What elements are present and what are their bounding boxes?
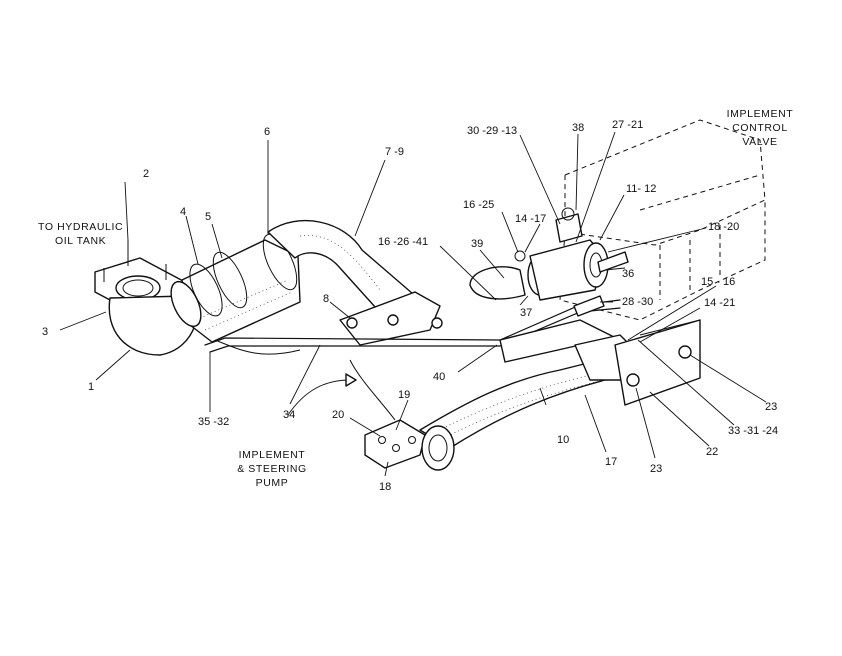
callout-19: 19: [398, 389, 410, 401]
control-valve-caption-line2: CONTROL: [732, 122, 788, 134]
callout-5: 5: [205, 211, 211, 223]
callout-30-29-13: 30 -29 -13: [467, 125, 517, 137]
callout-1: 1: [88, 381, 94, 393]
callout-34: 34: [283, 409, 295, 421]
leader-lines: [59, 131, 767, 477]
callout-8: 8: [323, 293, 329, 305]
callout-27-21: 27 -21: [612, 119, 643, 131]
callout-6: 6: [264, 126, 270, 138]
control-valve-caption-line1: IMPLEMENT: [727, 108, 794, 120]
callout-23-right: 23: [765, 401, 777, 413]
callout-38: 38: [572, 122, 584, 134]
callout-2: 2: [143, 168, 149, 180]
pump-caption-line1: IMPLEMENT: [239, 449, 306, 461]
callout-33-31-24: 33 -31 -24: [728, 425, 778, 437]
callout-28-30: 28 -30: [622, 296, 653, 308]
control-valve-caption-line3: VALVE: [742, 136, 777, 148]
callout-7-9: 7 -9: [385, 146, 404, 158]
callout-18-20: 18 -20: [708, 221, 739, 233]
callout-35-32: 35 -32: [198, 416, 229, 428]
callout-40: 40: [433, 371, 445, 383]
callout-16-26-41: 16 -26 -41: [378, 236, 428, 248]
callout-36: 36: [622, 268, 634, 280]
callout-22: 22: [706, 446, 718, 458]
suction-tube: [170, 233, 301, 343]
callout-14-17: 14 -17: [515, 213, 546, 225]
pump-caption-line2: & STEERING: [237, 463, 307, 475]
callout-17: 17: [605, 456, 617, 468]
callout-16-25: 16 -25: [463, 199, 494, 211]
hydraulic-tank-caption-line1: TO HYDRAULIC: [38, 221, 123, 233]
valve-fittings: [469, 207, 629, 317]
callout-11-12: 11- 12: [626, 183, 656, 195]
callout-37: 37: [520, 307, 532, 319]
callout-23-left: 23: [650, 463, 662, 475]
pump-fitting: [349, 359, 455, 471]
callout-4: 4: [180, 206, 186, 218]
pump-caption-line3: PUMP: [256, 477, 289, 489]
callout-39: 39: [471, 238, 483, 250]
elbow-tube: [267, 219, 443, 346]
callout-3: 3: [42, 326, 48, 338]
tank-outlet-flange: [94, 240, 196, 356]
callout-18: 18: [379, 481, 391, 493]
mounting-bracket: [614, 319, 701, 406]
callout-10: 10: [557, 434, 569, 446]
callout-20: 20: [332, 409, 344, 421]
hydraulic-tank-caption-line2: OIL TANK: [55, 235, 106, 247]
callout-15-16: 15 - 16: [701, 276, 735, 288]
callout-14-21: 14 -21: [704, 297, 735, 309]
